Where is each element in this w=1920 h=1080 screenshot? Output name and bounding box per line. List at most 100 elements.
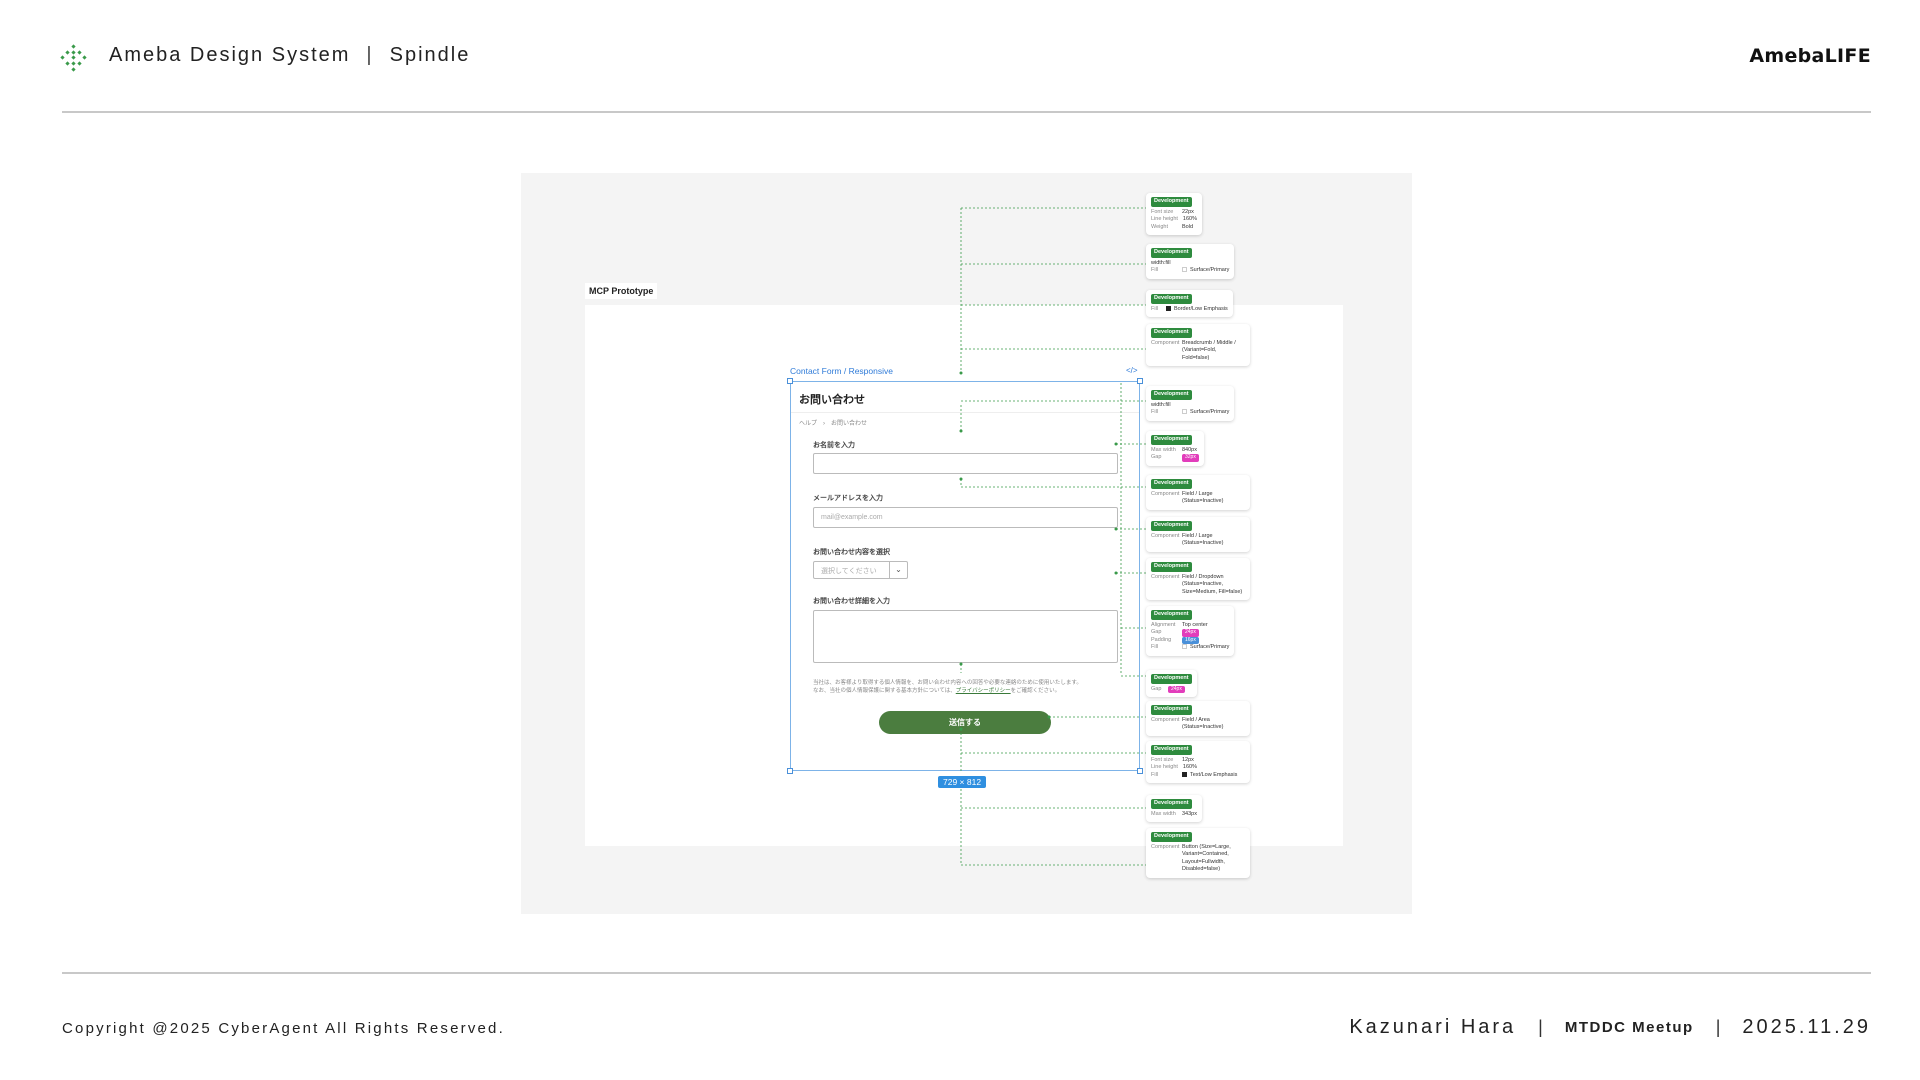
card-value: 343px: [1182, 810, 1197, 817]
card-value: width:fill: [1151, 401, 1171, 408]
privacy-notice: 当社は、お客様より取得する個人情報を、お問い合わせ内容への回答や必要な連絡のため…: [813, 679, 1128, 695]
ameba-logo-icon: [60, 44, 87, 72]
card-value: Field / Large (Status=Inactive): [1182, 490, 1224, 505]
privacy-policy-link[interactable]: プライバシーポリシー: [955, 688, 1011, 694]
resize-handle-bl[interactable]: [787, 768, 793, 774]
dev-tag: Development: [1151, 610, 1192, 620]
dev-tag: Development: [1151, 705, 1192, 715]
breadcrumb-item-contact: お問い合わせ: [831, 421, 868, 427]
card-key: Component: [1151, 843, 1180, 850]
token-chip: 24px: [1182, 629, 1199, 637]
event-name: MTDDC Meetup: [1564, 1019, 1694, 1036]
color-swatch: [1182, 267, 1187, 273]
card-value: Breadcrumb / Middle / (Variant=Fold, Fol…: [1182, 339, 1236, 361]
email-field[interactable]: mail@example.com: [813, 507, 1118, 528]
card-key: Gap: [1151, 629, 1162, 635]
type-label: お問い合わせ内容を選択: [813, 549, 890, 556]
card-value: Field / Area (Status=Inactive): [1182, 716, 1224, 731]
card-key: Weight: [1151, 223, 1169, 230]
dev-card-body-fill: Development width:fill Fill Surface/Prima…: [1146, 386, 1235, 421]
card-value: Surface/Primary: [1190, 409, 1230, 415]
submit-button[interactable]: 送信する: [879, 711, 1051, 734]
detail-label: お問い合わせ詳細を入力: [813, 598, 890, 605]
card-key: Max width: [1151, 810, 1176, 817]
color-swatch: [1182, 409, 1187, 415]
header-title-right: Spindle: [389, 44, 471, 66]
footer-divider: [62, 972, 1871, 974]
figma-screenshot: MCP Prototype Contact Form / Responsive …: [521, 173, 1412, 914]
notice-pre: なお、当社の個人情報保護に関する基本方針については、: [813, 688, 956, 694]
card-key: Fill: [1151, 409, 1159, 415]
dev-tag: Development: [1151, 479, 1192, 489]
card-value: 12px: [1182, 756, 1194, 763]
card-key: Alignment: [1151, 621, 1176, 628]
name-field[interactable]: [813, 453, 1118, 474]
type-dropdown-placeholder: 選択してください: [821, 568, 877, 575]
dev-tag: Development: [1151, 562, 1192, 572]
dev-tag: Development: [1151, 390, 1192, 400]
copyright: Copyright @2025 CyberAgent All Rights Re…: [62, 1020, 505, 1037]
dev-tag: Development: [1151, 294, 1192, 304]
contact-form-frame[interactable]: お問い合わせ ヘルプ›お問い合わせ お名前を入力 メールアドレスを入力 mail…: [787, 378, 1143, 774]
card-value: Field / Large (Status=Inactive): [1182, 532, 1224, 547]
event-date: 2025.11.29: [1742, 1016, 1871, 1038]
card-key: Fill: [1151, 771, 1159, 778]
resize-handle-tl[interactable]: [787, 378, 793, 384]
dev-tag: Development: [1151, 521, 1192, 531]
card-key: Component: [1151, 490, 1180, 497]
header-title: Ameba Design System | Spindle: [109, 44, 470, 67]
card-value: Surface/Primary: [1190, 267, 1230, 273]
resize-handle-tr[interactable]: [1137, 378, 1143, 384]
footer-meta: Kazunari Hara | MTDDC Meetup | 2025.11.2…: [1349, 1016, 1871, 1039]
card-value: Button (Size=Large, Variant=Contained, L…: [1182, 843, 1231, 873]
form-heading: お問い合わせ: [799, 394, 865, 406]
dev-tag: Development: [1151, 832, 1192, 842]
header-title-left: Ameba Design System: [109, 44, 351, 66]
detail-textarea[interactable]: [813, 610, 1118, 663]
breadcrumb-item-help[interactable]: ヘルプ: [799, 421, 818, 427]
card-key: Component: [1151, 716, 1180, 723]
author: Kazunari Hara: [1349, 1016, 1517, 1038]
card-value: Field / Dropdown (Status=Inactive, Size=…: [1182, 573, 1243, 595]
chevron-right-icon: ›: [823, 421, 826, 427]
card-key: Line height: [1151, 764, 1178, 770]
notice-line-2: なお、当社の個人情報保護に関する基本方針については、プライバシーポリシーをご確認…: [813, 687, 1128, 695]
card-key: Fill: [1151, 305, 1159, 312]
card-key: Fill: [1151, 267, 1159, 273]
card-key: Fill: [1151, 644, 1159, 650]
header-separator: |: [366, 44, 374, 66]
card-key: Component: [1151, 532, 1180, 539]
card-value: Surface/Primary: [1190, 644, 1230, 650]
card-value: Text/Low Emphasis: [1190, 771, 1238, 778]
dev-tag: Development: [1151, 197, 1192, 207]
card-key: Font size: [1151, 756, 1174, 763]
code-icon: </>: [1126, 366, 1138, 375]
component-title: Contact Form / Responsive: [790, 366, 893, 376]
footer-separator: |: [1715, 1017, 1721, 1037]
card-key: Gap: [1151, 685, 1162, 692]
heading-divider: [791, 412, 1139, 413]
card-key: Component: [1151, 339, 1180, 346]
frame-label: MCP Prototype: [585, 283, 658, 299]
dev-tag: Development: [1151, 674, 1192, 684]
card-value: 160%: [1182, 216, 1197, 222]
dev-tag: Development: [1151, 745, 1192, 755]
card-value: 840px: [1182, 446, 1197, 453]
type-dropdown[interactable]: 選択してください ⌄: [813, 561, 908, 579]
token-chip: 16px: [1182, 636, 1199, 644]
resize-handle-br[interactable]: [1137, 768, 1143, 774]
card-value: Top center: [1182, 621, 1208, 628]
size-badge: 729 × 812: [938, 776, 987, 788]
brand-logo: AmebaLIFE: [1749, 45, 1871, 67]
card-key: Padding: [1151, 636, 1172, 643]
